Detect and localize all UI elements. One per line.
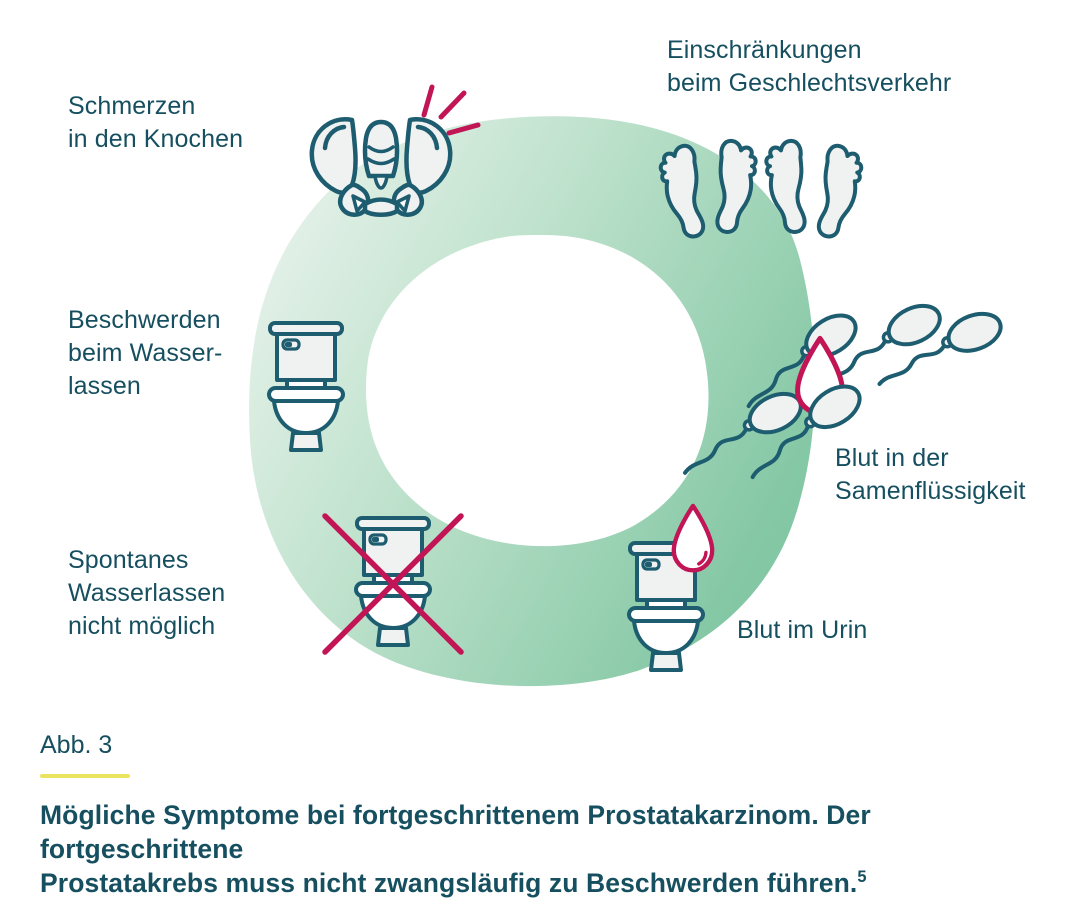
reference-mark: 5 (857, 868, 867, 887)
blood-drop-icon (674, 506, 712, 570)
pain-marks (421, 84, 481, 136)
pelvis-pain-icon (309, 84, 481, 217)
toilet-blood-drop-icon (627, 500, 724, 672)
figure-caption: Mögliche Symptome bei fortgeschrittenem … (40, 798, 1060, 900)
feet-pairs-icon (656, 136, 866, 242)
cross-out-marks (322, 513, 464, 655)
symptom-label-blood-in-urine: Blut im Urin (737, 616, 868, 644)
yellow-underline (40, 774, 130, 778)
toilet-icon (267, 321, 345, 452)
symptom-label-no-spontaneous-urination: Spontanes Wasserlassen nicht möglich (68, 546, 226, 640)
symptom-label-bone-pain: Schmerzen in den Knochen (68, 92, 244, 153)
figure-number-label: Abb. 3 (40, 731, 113, 759)
figure-caption-text: Mögliche Symptome bei fortgeschrittenem … (40, 800, 871, 898)
toilet-crossed-icon (322, 513, 464, 655)
symptom-label-intercourse-limitations: Einschränkungen beim Geschlechtsverkehr (667, 36, 952, 97)
symptom-label-urination-problems: Beschwerden beim Wasser- lassen (68, 306, 223, 400)
symptom-label-blood-in-semen: Blut in der Samenflüssigkeit (835, 444, 1026, 505)
